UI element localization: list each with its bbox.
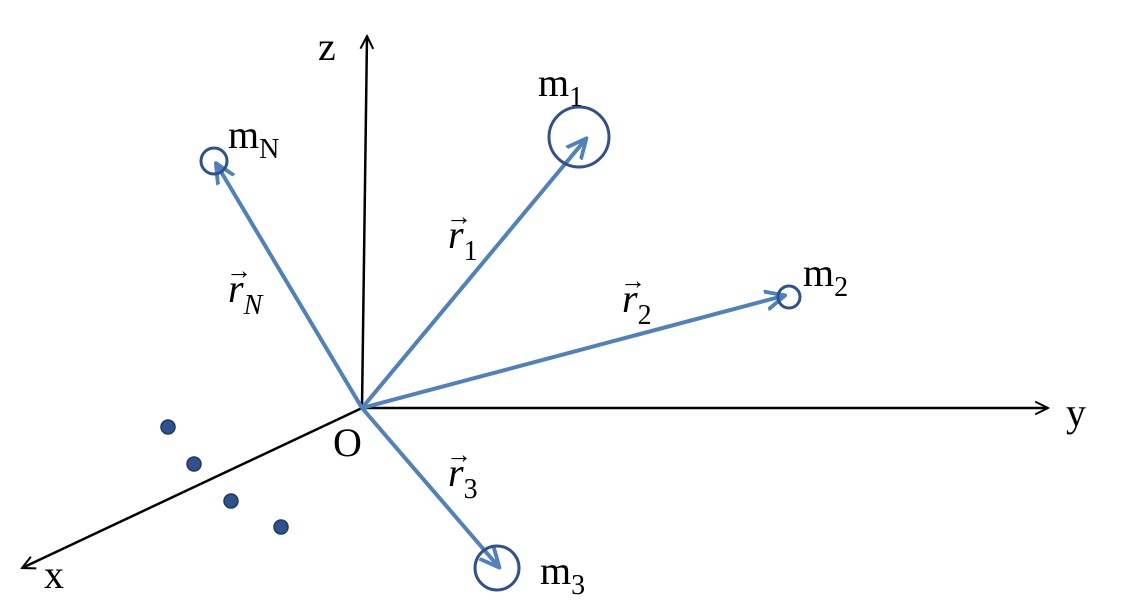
vector-label-r1: → r1 xyxy=(446,202,478,267)
mass-m1 xyxy=(547,105,611,169)
vector-arrow-r1: → xyxy=(446,202,472,231)
ellipsis-dot xyxy=(160,419,176,435)
vector-r1 xyxy=(360,140,585,410)
mass-label-mN: mN xyxy=(228,112,279,165)
vector-symbol-r2: r2 xyxy=(622,276,652,331)
vector-label-r3: → r3 xyxy=(446,440,478,505)
mass-mN xyxy=(199,146,229,176)
vector-arrow-r2: → xyxy=(620,266,646,295)
mass-label-m3: m3 xyxy=(540,548,585,601)
ellipsis-dot xyxy=(186,456,202,472)
mass-label-m1: m1 xyxy=(538,60,583,113)
position-vectors xyxy=(217,140,783,566)
origin-label: O xyxy=(333,420,362,465)
x-axis xyxy=(22,406,363,568)
z-axis xyxy=(362,36,367,409)
vector-r2 xyxy=(361,296,783,410)
x-axis-label: x xyxy=(44,552,64,597)
ellipsis-dots xyxy=(160,419,289,535)
mass-m2 xyxy=(776,284,802,310)
vector-symbol-r1: r1 xyxy=(448,212,478,267)
ellipsis-dot xyxy=(273,519,289,535)
mass-label-m2: m2 xyxy=(803,250,848,303)
vector-label-r2: → r2 xyxy=(620,266,652,331)
vector-arrow-rN: → xyxy=(226,256,252,285)
y-axis-label: y xyxy=(1066,390,1086,435)
vector-symbol-r3: r3 xyxy=(448,450,478,505)
axes xyxy=(22,36,1048,568)
ellipsis-dot xyxy=(223,493,239,509)
vector-label-rN: → rN xyxy=(226,256,264,321)
vector-symbol-rN: rN xyxy=(228,266,264,321)
vector-rN xyxy=(217,165,364,410)
vector-r3 xyxy=(360,406,498,566)
z-axis-label: z xyxy=(318,24,336,69)
masses xyxy=(199,105,802,592)
mass-m3 xyxy=(473,544,521,592)
vector-arrow-r3: → xyxy=(446,440,472,469)
